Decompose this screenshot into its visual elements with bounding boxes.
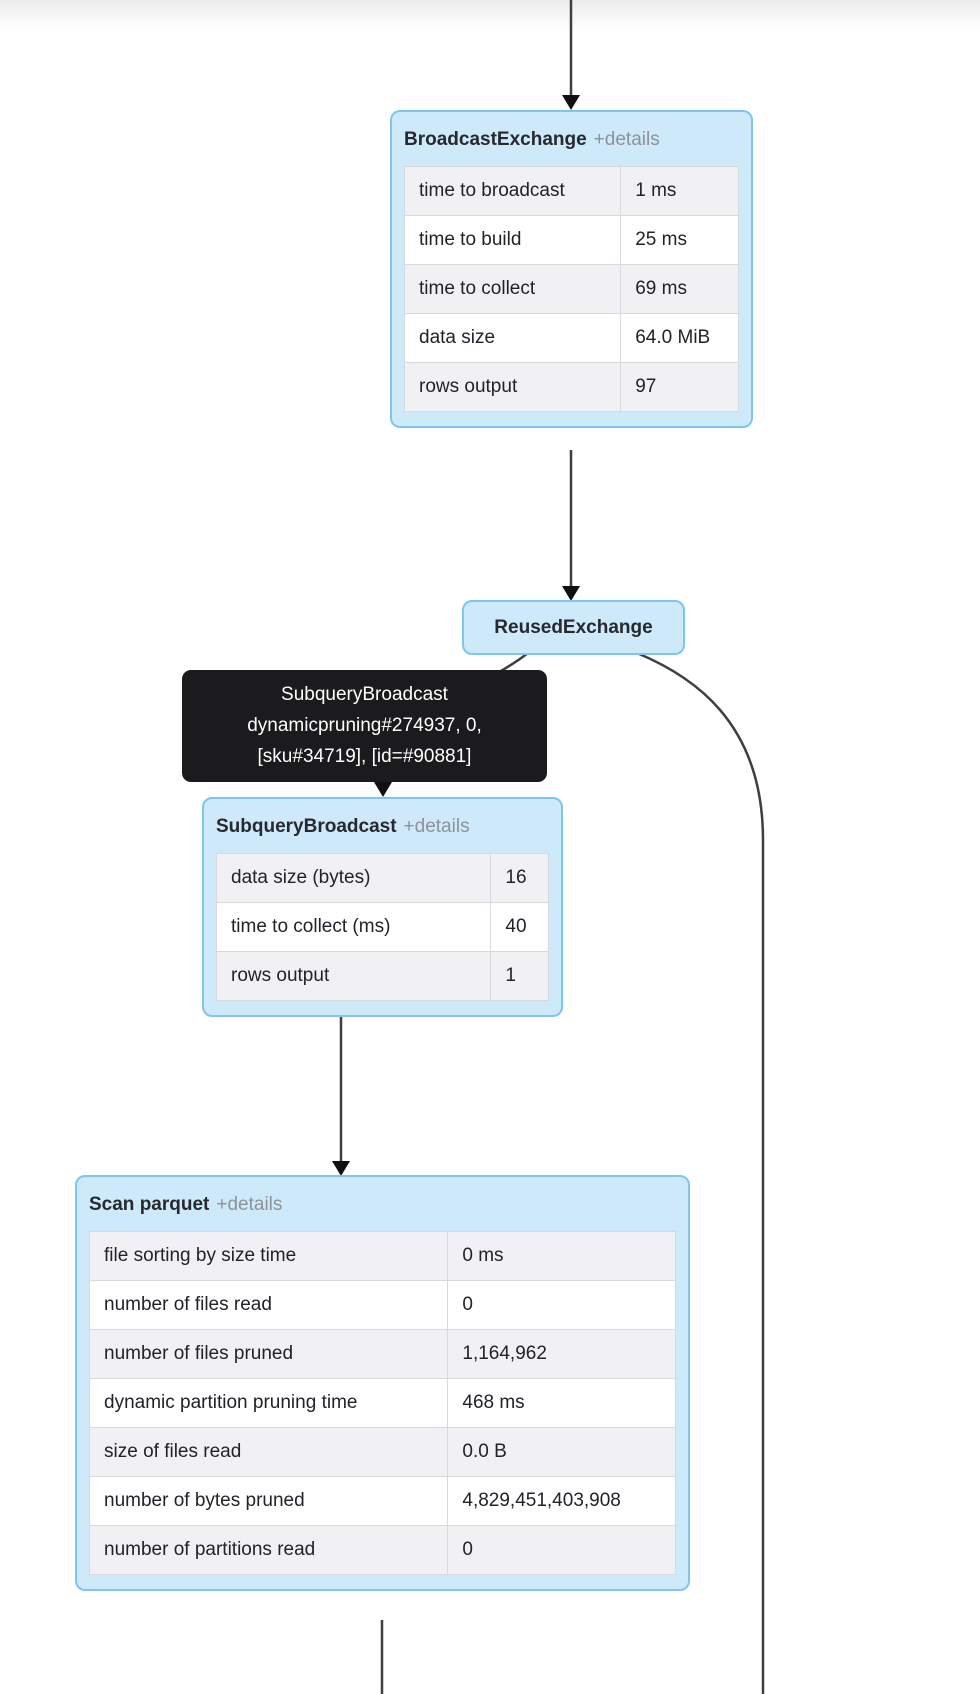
- metric-row: number of bytes pruned 4,829,451,403,908: [88, 1476, 676, 1526]
- edge-label-tooltip: SubqueryBroadcast dynamicpruning#274937,…: [182, 670, 547, 782]
- metric-label: file sorting by size time: [88, 1231, 449, 1281]
- metric-label: data size: [403, 313, 622, 363]
- metric-value: 468 ms: [447, 1378, 676, 1428]
- metric-label: time to collect (ms): [215, 902, 492, 952]
- metric-row: data size 64.0 MiB: [403, 313, 739, 363]
- details-link[interactable]: +details: [403, 816, 470, 837]
- metric-value: 1,164,962: [447, 1329, 676, 1379]
- metric-row: time to build 25 ms: [403, 215, 739, 265]
- metric-row: file sorting by size time 0 ms: [88, 1231, 676, 1281]
- node-header: SubqueryBroadcast +details: [204, 799, 561, 853]
- metric-value: 25 ms: [620, 215, 739, 265]
- node-title: SubqueryBroadcast: [216, 816, 397, 837]
- metric-label: number of bytes pruned: [88, 1476, 449, 1526]
- arrowhead-icon: [332, 1161, 350, 1176]
- tooltip-line: dynamicpruning#274937, 0,: [247, 715, 482, 736]
- details-link[interactable]: +details: [216, 1194, 283, 1215]
- metrics-table: file sorting by size time 0 ms number of…: [88, 1231, 676, 1575]
- metric-label: time to collect: [403, 264, 622, 314]
- node-scan-parquet[interactable]: Scan parquet +details file sorting by siz…: [75, 1175, 690, 1591]
- metric-row: number of files pruned 1,164,962: [88, 1329, 676, 1379]
- metric-label: size of files read: [88, 1427, 449, 1477]
- metric-label: data size (bytes): [215, 853, 492, 903]
- metric-row: number of partitions read 0: [88, 1525, 676, 1575]
- metric-label: time to broadcast: [403, 166, 622, 216]
- metric-label: time to build: [403, 215, 622, 265]
- node-header: BroadcastExchange +details: [392, 112, 751, 166]
- metric-row: size of files read 0.0 B: [88, 1427, 676, 1477]
- metric-row: dynamic partition pruning time 468 ms: [88, 1378, 676, 1428]
- node-title: ReusedExchange: [494, 616, 653, 638]
- metric-row: time to broadcast 1 ms: [403, 166, 739, 216]
- details-link[interactable]: +details: [593, 129, 660, 150]
- metric-value: 40: [490, 902, 549, 952]
- tooltip-line: SubqueryBroadcast: [281, 684, 448, 705]
- node-title: Scan parquet: [89, 1194, 210, 1215]
- metric-label: number of files read: [88, 1280, 449, 1330]
- node-title: BroadcastExchange: [404, 129, 587, 150]
- metric-value: 97: [620, 362, 739, 412]
- metric-value: 4,829,451,403,908: [447, 1476, 676, 1526]
- metrics-table: time to broadcast 1 ms time to build 25 …: [403, 166, 739, 412]
- metric-value: 69 ms: [620, 264, 739, 314]
- metric-row: data size (bytes) 16: [215, 853, 549, 903]
- node-subquery-broadcast[interactable]: SubqueryBroadcast +details data size (byt…: [202, 797, 563, 1017]
- metric-row: rows output 1: [215, 951, 549, 1001]
- metric-row: rows output 97: [403, 362, 739, 412]
- edge-line-reused-to-bottom: [636, 651, 765, 1694]
- metric-row: time to collect 69 ms: [403, 264, 739, 314]
- metric-value: 64.0 MiB: [620, 313, 739, 363]
- tooltip-line: [sku#34719], [id=#90881]: [257, 746, 472, 767]
- metric-label: dynamic partition pruning time: [88, 1378, 449, 1428]
- metric-label: number of partitions read: [88, 1525, 449, 1575]
- metric-row: number of files read 0: [88, 1280, 676, 1330]
- metric-label: rows output: [215, 951, 492, 1001]
- node-reused-exchange[interactable]: ReusedExchange: [462, 600, 685, 655]
- metric-value: 0: [447, 1525, 676, 1575]
- metric-value: 0: [447, 1280, 676, 1330]
- metric-row: time to collect (ms) 40: [215, 902, 549, 952]
- metric-value: 1: [490, 951, 549, 1001]
- node-header: Scan parquet +details: [77, 1177, 688, 1231]
- metric-value: 0 ms: [447, 1231, 676, 1281]
- metric-value: 16: [490, 853, 549, 903]
- metric-value: 1 ms: [620, 166, 739, 216]
- node-broadcast-exchange[interactable]: BroadcastExchange +details time to broadc…: [390, 110, 753, 428]
- metrics-table: data size (bytes) 16 time to collect (ms…: [215, 853, 549, 1001]
- arrowhead-icon: [562, 95, 580, 110]
- metric-label: rows output: [403, 362, 622, 412]
- metric-value: 0.0 B: [447, 1427, 676, 1477]
- metric-label: number of files pruned: [88, 1329, 449, 1379]
- arrowhead-icon: [562, 586, 580, 601]
- arrowhead-icon: [374, 782, 392, 797]
